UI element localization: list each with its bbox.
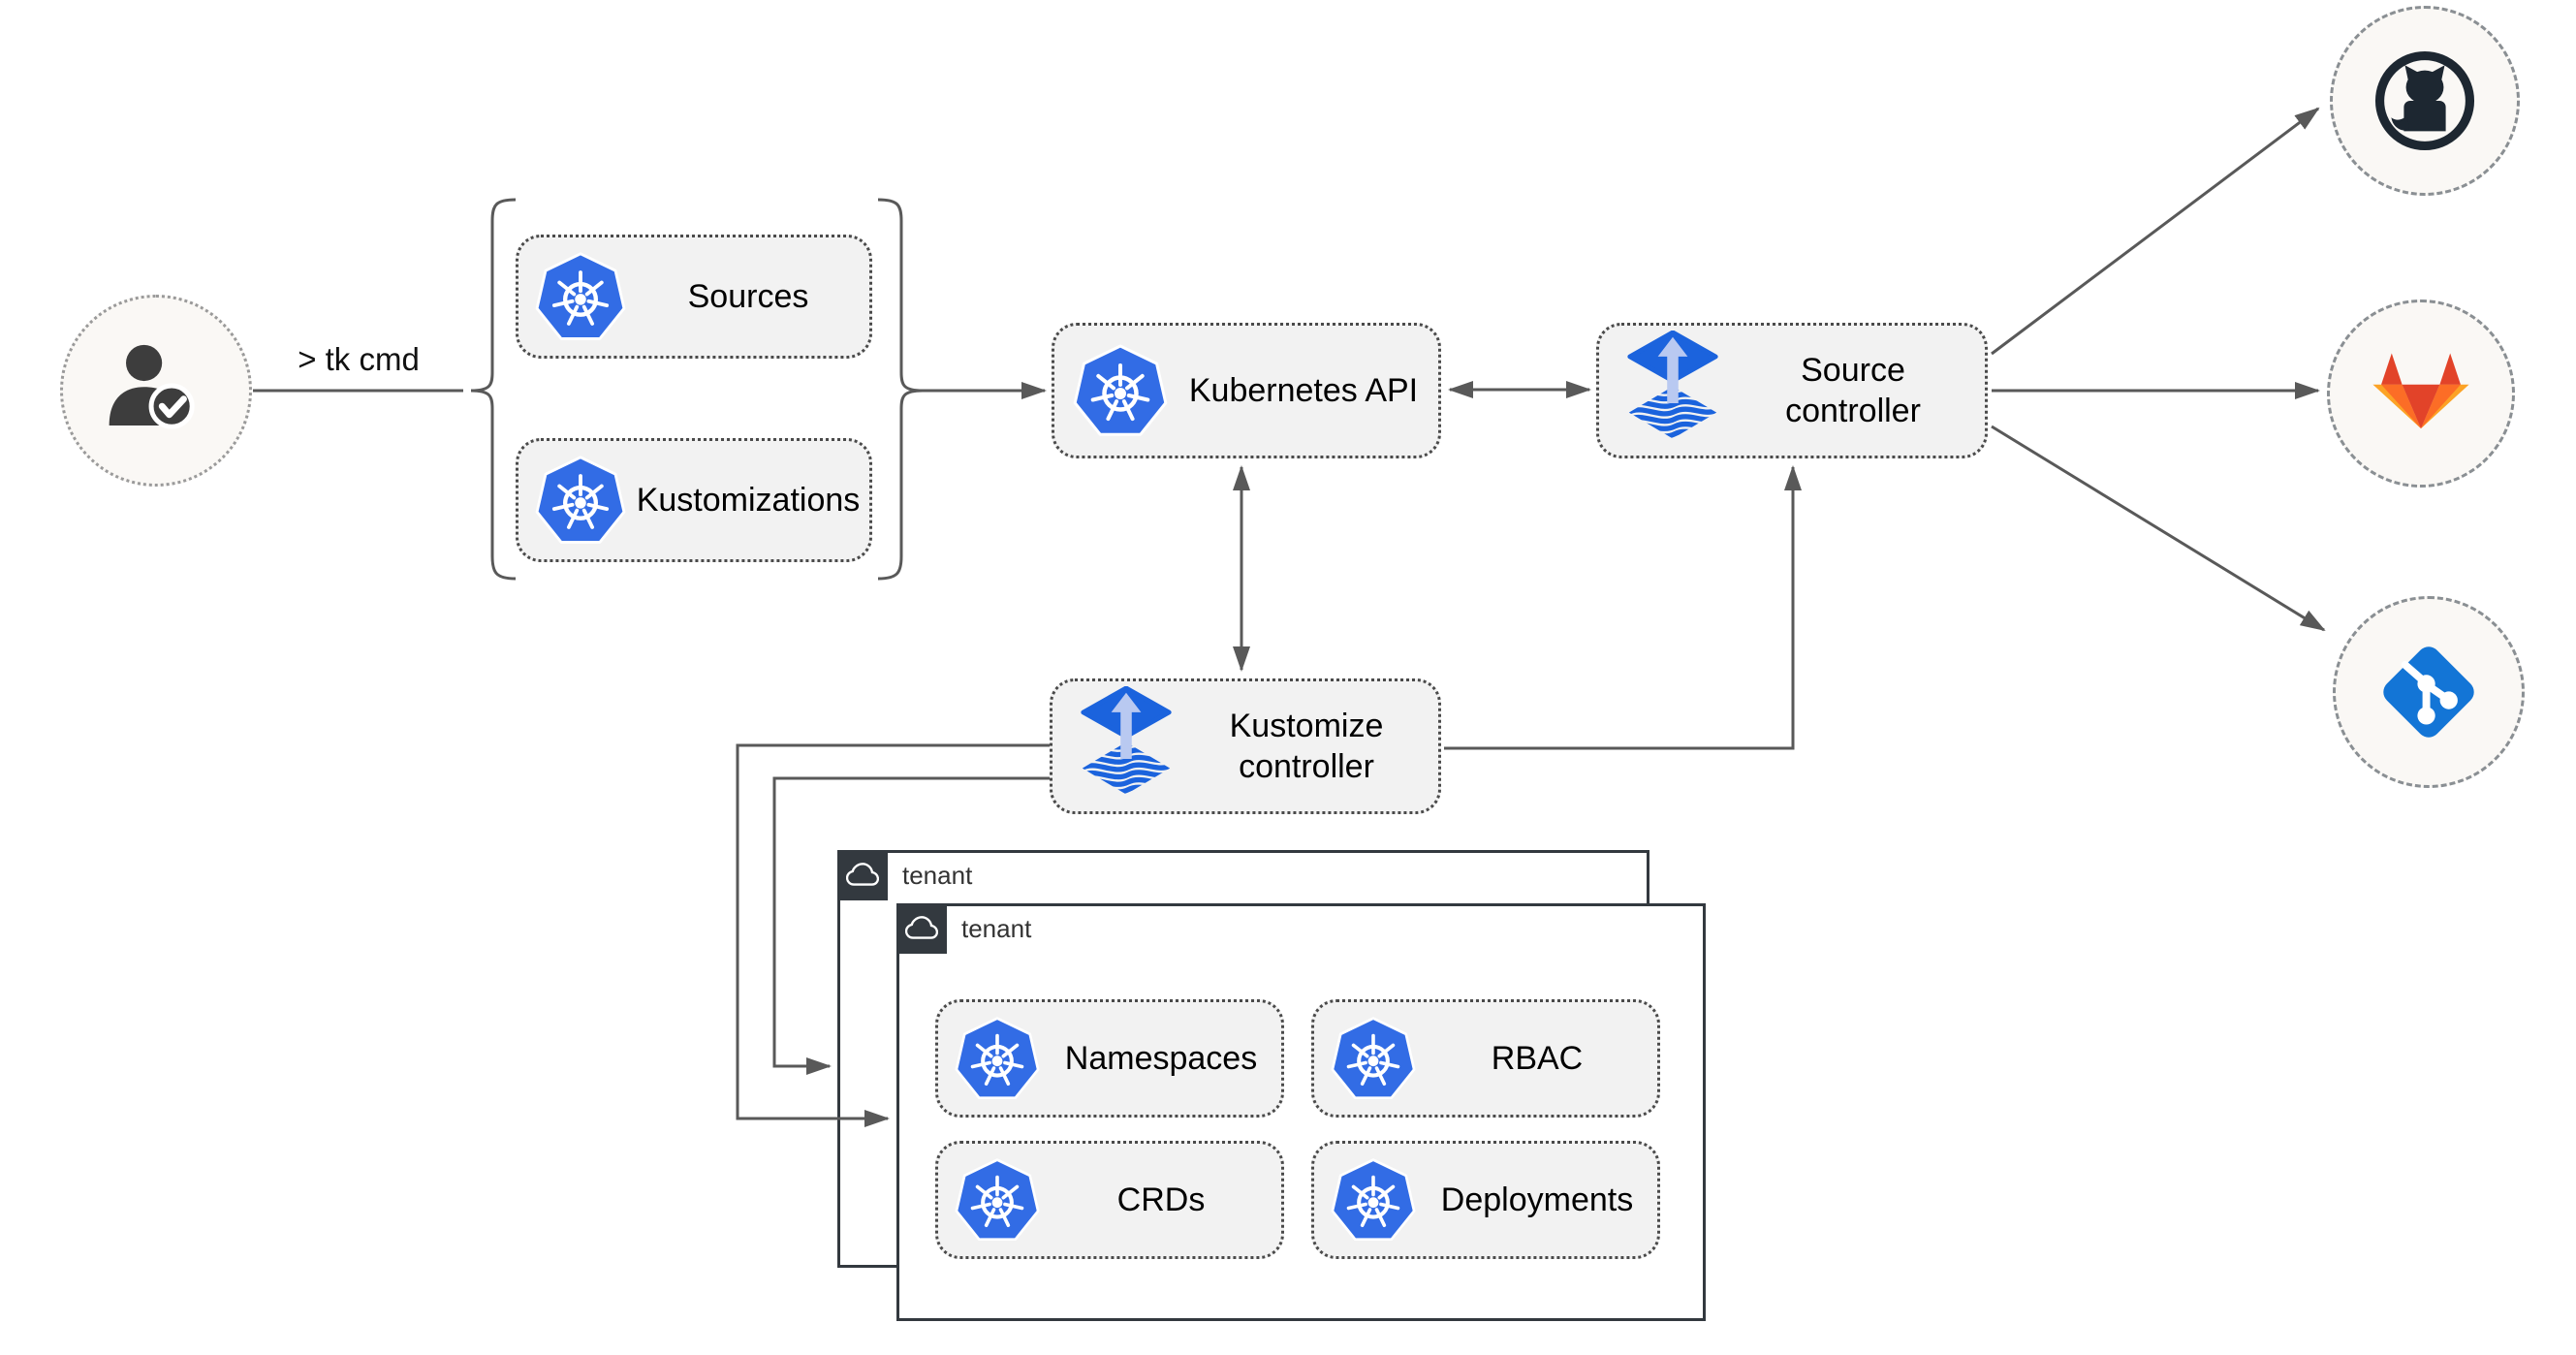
github-provider-circle <box>2330 6 2520 196</box>
node-crds: CRDs <box>935 1141 1284 1259</box>
git-icon <box>2370 633 2488 751</box>
group-brace-left <box>470 198 517 581</box>
node-kustomizations-label: Kustomizations <box>636 481 861 519</box>
group-brace-right <box>877 198 924 581</box>
kubernetes-icon <box>938 1156 1041 1244</box>
node-deployments-label: Deployments <box>1440 1181 1634 1218</box>
kubernetes-icon <box>1314 1156 1417 1244</box>
cloud-icon <box>837 850 888 900</box>
node-source-controller-label: Source controller <box>1785 351 1921 430</box>
user-check-icon <box>96 331 216 451</box>
git-provider-circle <box>2333 596 2525 788</box>
node-source-controller: Source controller <box>1596 323 1988 458</box>
cli-command-label: > tk cmd <box>298 341 420 377</box>
kubernetes-icon <box>1314 1015 1417 1102</box>
tenant-back-label: tenant <box>902 861 973 890</box>
node-kubernetes-api-label: Kubernetes API <box>1188 371 1419 409</box>
connector-source-controller-to-git <box>1991 425 2326 632</box>
flux-icon <box>1599 331 1721 452</box>
node-sources-label: Sources <box>687 277 809 315</box>
node-namespaces: Namespaces <box>935 999 1284 1118</box>
node-kubernetes-api: Kubernetes API <box>1052 323 1441 458</box>
connector-source-controller-to-github <box>1991 107 2320 356</box>
cloud-icon <box>896 903 947 954</box>
flux-icon <box>1052 686 1175 807</box>
connector-kustomize-to-source-controller <box>1444 465 1802 750</box>
node-crds-label: CRDs <box>1116 1181 1206 1218</box>
node-rbac-label: RBAC <box>1491 1039 1584 1077</box>
node-rbac: RBAC <box>1311 999 1660 1118</box>
tenant-container-front: tenant Namespaces RBAC CRDs Deployments <box>896 903 1706 1321</box>
node-sources: Sources <box>516 235 872 359</box>
node-kustomize-controller: Kustomize controller <box>1050 678 1441 814</box>
github-icon <box>2372 48 2477 153</box>
node-deployments: Deployments <box>1311 1141 1660 1259</box>
user-actor-circle <box>60 295 252 487</box>
node-namespaces-label: Namespaces <box>1064 1039 1258 1077</box>
gitlab-provider-circle <box>2327 299 2515 488</box>
kubernetes-icon <box>1054 342 1169 439</box>
gitlab-icon <box>2369 347 2473 441</box>
node-kustomizations: Kustomizations <box>516 438 872 562</box>
kubernetes-icon <box>518 250 627 343</box>
kubernetes-icon <box>938 1015 1041 1102</box>
kubernetes-icon <box>518 454 627 547</box>
node-kustomize-controller-label: Kustomize controller <box>1229 707 1384 786</box>
tenant-front-label: tenant <box>961 914 1032 943</box>
